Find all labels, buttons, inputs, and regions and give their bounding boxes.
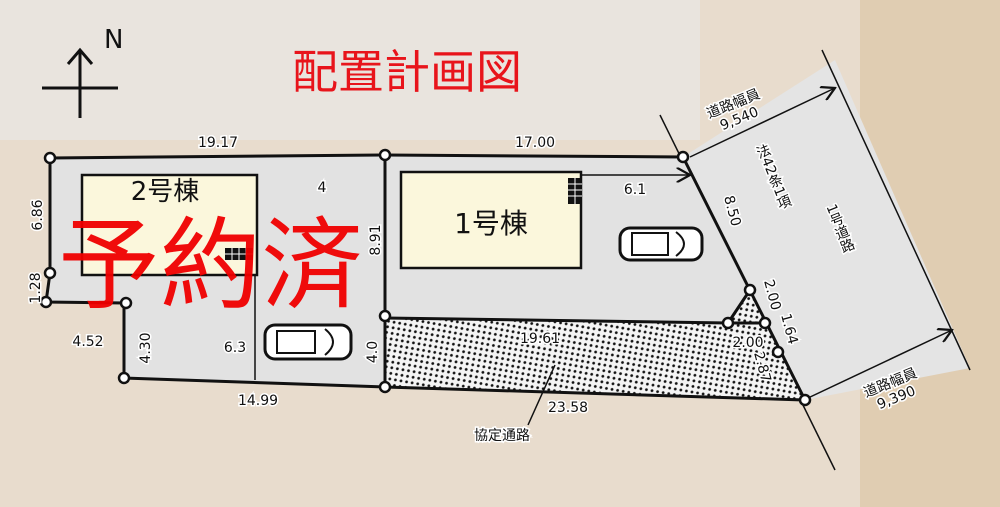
dim-private-road-bottom: 23.58 <box>548 400 588 416</box>
private-road-label: 協定通路 <box>474 428 530 444</box>
reserved-stamp: 予約済 <box>58 207 363 324</box>
car-icon <box>618 226 704 262</box>
dim-notch-height: 4.30 <box>138 332 154 363</box>
page-title: 配置計画図 <box>292 45 522 99</box>
stairs-icon <box>568 178 582 204</box>
car-icon <box>263 323 353 361</box>
dim-lot2-parking: 6.3 <box>224 340 246 356</box>
dim-lot2-gap: 4 <box>318 180 327 196</box>
building-1[interactable] <box>399 170 583 270</box>
road-width-arrow-top <box>689 88 835 158</box>
dim-corner-b: 2.00 <box>732 335 763 351</box>
dim-left-lower: 1.28 <box>28 272 44 303</box>
private-road-leader <box>527 364 556 426</box>
corner-cut <box>726 289 752 324</box>
dim-notch-width: 4.52 <box>72 334 103 350</box>
site-boundary <box>44 153 808 402</box>
private-road-hatch <box>385 318 805 400</box>
building-2-label: 2号棟 <box>131 177 200 207</box>
boundary-markers <box>39 148 812 407</box>
corner-cut-hatch <box>728 290 765 323</box>
public-road <box>683 60 970 400</box>
north-label: N <box>104 25 123 55</box>
dim-road-entry: 4.0 <box>365 341 381 363</box>
stairs-icon <box>225 248 253 260</box>
road-width-arrow-bottom <box>807 330 952 399</box>
dim-corner-a: 2.00 <box>760 278 784 312</box>
dim-lot-divider: 8.91 <box>368 224 384 255</box>
dim-private-road-top: 19.61 <box>520 331 560 347</box>
dim-left-upper: 6.86 <box>30 199 46 230</box>
dim-lot2-bottom: 14.99 <box>238 393 278 409</box>
road-edge-right <box>821 49 971 371</box>
dim-lot1-parking: 6.1 <box>624 182 646 198</box>
north-arrow-icon <box>42 47 118 118</box>
building-1-label: 1号棟 <box>454 207 528 240</box>
dim-lot1-top: 17.00 <box>515 135 555 151</box>
dim-lot2-top: 19.17 <box>198 135 238 151</box>
background-light <box>0 0 700 140</box>
